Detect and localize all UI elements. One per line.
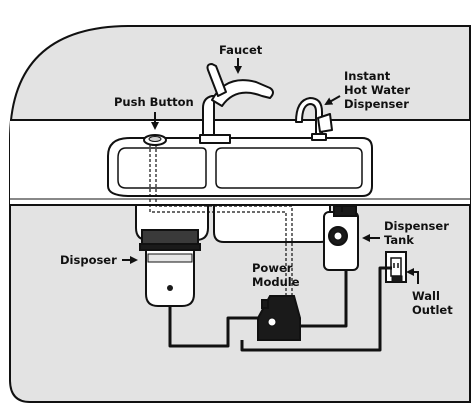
faucet-icon <box>199 63 274 144</box>
label-faucet: Faucet <box>219 43 263 74</box>
arrow-icon <box>406 268 419 284</box>
tank-label-line-2: Tank <box>384 233 414 247</box>
label-instant-hot-water-dispenser: Instant Hot Water Dispenser <box>324 69 410 111</box>
arrow-icon <box>324 95 341 105</box>
push-button-label: Push Button <box>114 95 194 109</box>
dispenser-label-line-1: Instant <box>344 69 391 83</box>
push-button-icon <box>143 134 167 146</box>
air-tube <box>149 144 293 296</box>
disposer-label: Disposer <box>60 253 117 267</box>
disposer-icon <box>139 229 201 307</box>
label-disposer: Disposer <box>60 253 138 267</box>
hot-water-dispenser-icon <box>295 97 333 141</box>
label-power-module: Power Module <box>252 261 300 289</box>
dispenser-label-line-3: Dispenser <box>344 97 409 111</box>
sink <box>107 137 373 197</box>
power-module-icon <box>257 295 301 341</box>
label-dispenser-tank: Dispenser Tank <box>362 219 449 247</box>
module-label-line-1: Power <box>252 261 293 275</box>
label-wall-outlet: Wall Outlet <box>406 268 453 317</box>
sink-basin-right <box>213 204 331 243</box>
outlet-label-line-1: Wall <box>412 289 440 303</box>
faucet-label: Faucet <box>219 43 263 57</box>
outlet-label-line-2: Outlet <box>412 303 453 317</box>
dispenser-label-line-2: Hot Water <box>344 83 410 97</box>
module-label-line-2: Module <box>252 275 300 289</box>
power-cord <box>168 266 392 352</box>
dispenser-tank-icon <box>323 205 359 271</box>
tank-label-line-1: Dispenser <box>384 219 449 233</box>
label-push-button: Push Button <box>114 95 194 130</box>
